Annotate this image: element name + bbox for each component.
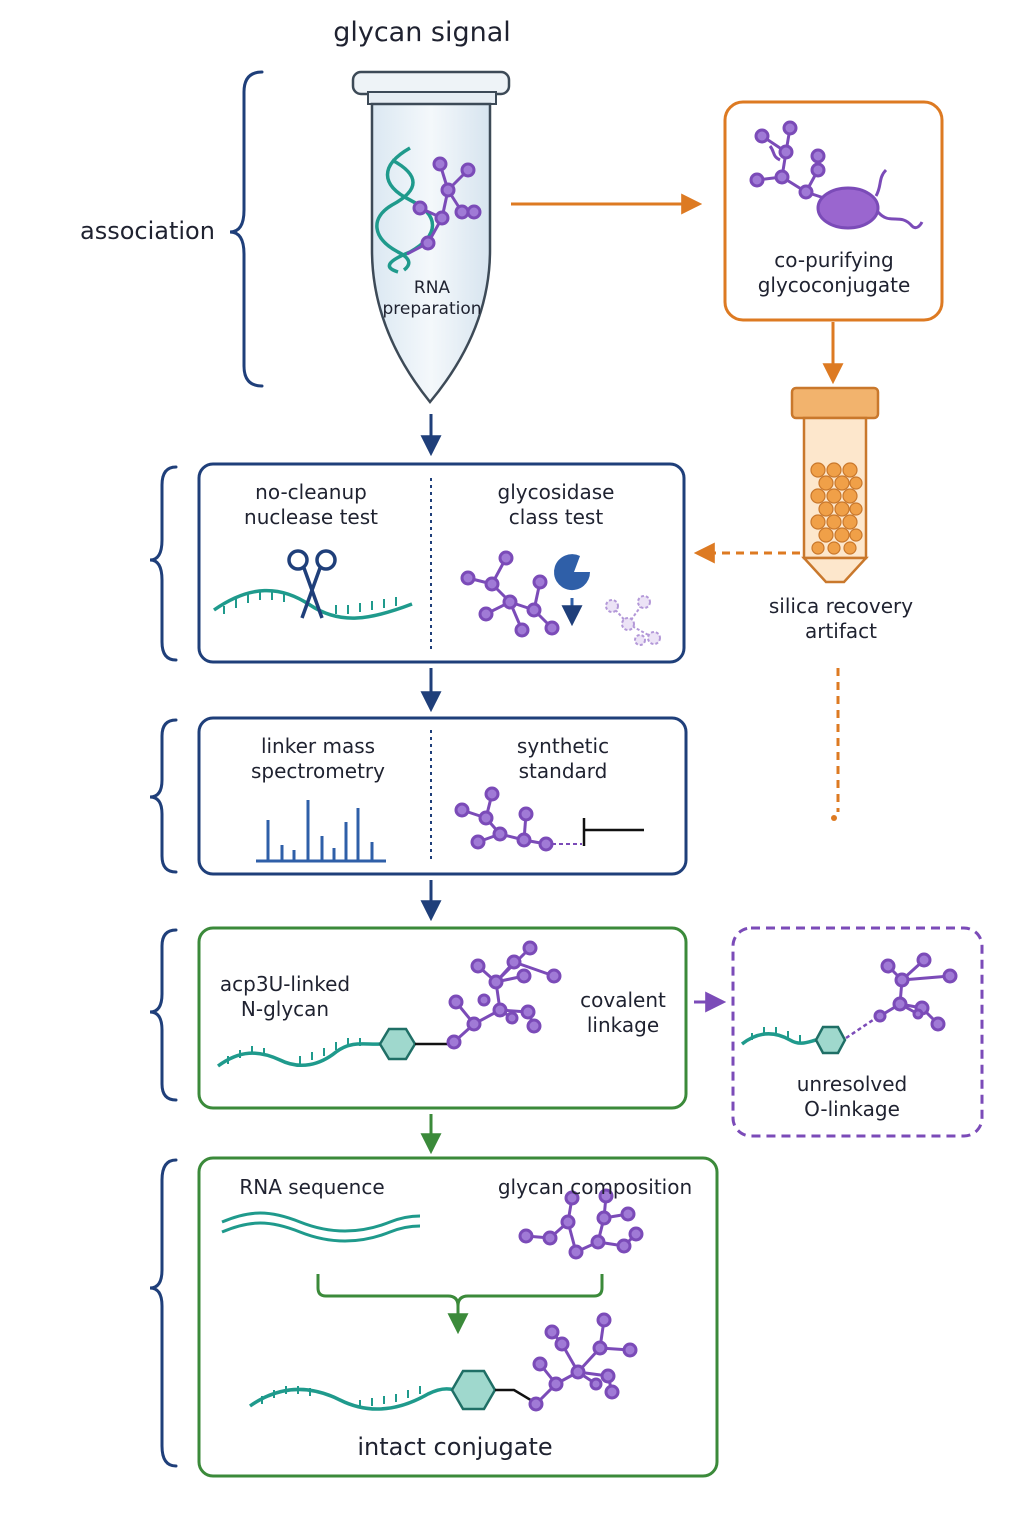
rna-strand-icon-conjugate xyxy=(248,1386,455,1411)
rna-strand-icon-box1 xyxy=(213,588,413,620)
glycan-icon-olink xyxy=(873,952,958,1032)
rna-double-strand-icon xyxy=(221,1211,421,1243)
box4-left-label: RNA sequence xyxy=(239,1175,385,1199)
dashed-line-end-dot xyxy=(831,815,837,821)
brace-icon-box1 xyxy=(149,465,178,662)
glycoconjugate-icon xyxy=(749,120,924,230)
box1-right-label: glycosidase class test xyxy=(497,480,615,529)
rna-strand-icon-olink xyxy=(740,1027,817,1046)
box3-right-label: covalent linkage xyxy=(580,988,666,1037)
silica-label: silica recovery artifact xyxy=(768,594,914,643)
glycan-icon-composition xyxy=(518,1188,644,1260)
linker-standard-icon xyxy=(582,818,644,846)
rna-helix-icon xyxy=(375,146,435,274)
stage-label-association: association xyxy=(80,217,215,245)
brace-icon-box4 xyxy=(149,1158,178,1468)
rna-strand-icon-box3 xyxy=(216,1038,381,1068)
box1-left-label: no-cleanup nuclease test xyxy=(244,480,378,529)
box4-bottom-label: intact conjugate xyxy=(357,1433,553,1461)
copurify-label: co-purifying glycoconjugate xyxy=(757,248,911,297)
glycan-icon-box1 xyxy=(460,550,560,638)
silica-column-icon xyxy=(790,386,880,584)
linker-hexagon-icon-olink xyxy=(814,1025,847,1055)
box2 xyxy=(197,716,688,876)
glycan-icon-box3 xyxy=(446,940,562,1050)
box2-right-label: synthetic standard xyxy=(516,734,610,783)
brace-icon-association xyxy=(229,70,264,388)
scissors-icon xyxy=(287,549,337,619)
brace-icon-box3 xyxy=(149,928,178,1102)
box4-right-label: glycan composition xyxy=(497,1175,693,1199)
glycan-icon-tube xyxy=(406,156,482,256)
brace-icon-box2 xyxy=(149,718,178,874)
cleaved-glycan-icon xyxy=(605,595,661,646)
glycan-icon-conjugate xyxy=(528,1312,638,1412)
box3-left-label: acp3U-linked N-glycan xyxy=(219,972,351,1021)
glycan-icon-box2 xyxy=(454,786,582,852)
linker-hexagon-icon-conjugate xyxy=(450,1369,497,1411)
mass-spectrum-icon xyxy=(256,800,386,863)
box2-left-label: linker mass spectrometry xyxy=(251,734,385,783)
merge-bracket-icon xyxy=(316,1274,604,1335)
tube-label: RNA preparation xyxy=(382,278,482,320)
linker-hexagon-icon-box3 xyxy=(378,1027,417,1061)
glycosidase-enzyme-icon xyxy=(554,554,591,591)
diagram-title: glycan signal xyxy=(333,17,511,48)
olink-label: unresolved O-linkage xyxy=(796,1072,908,1121)
